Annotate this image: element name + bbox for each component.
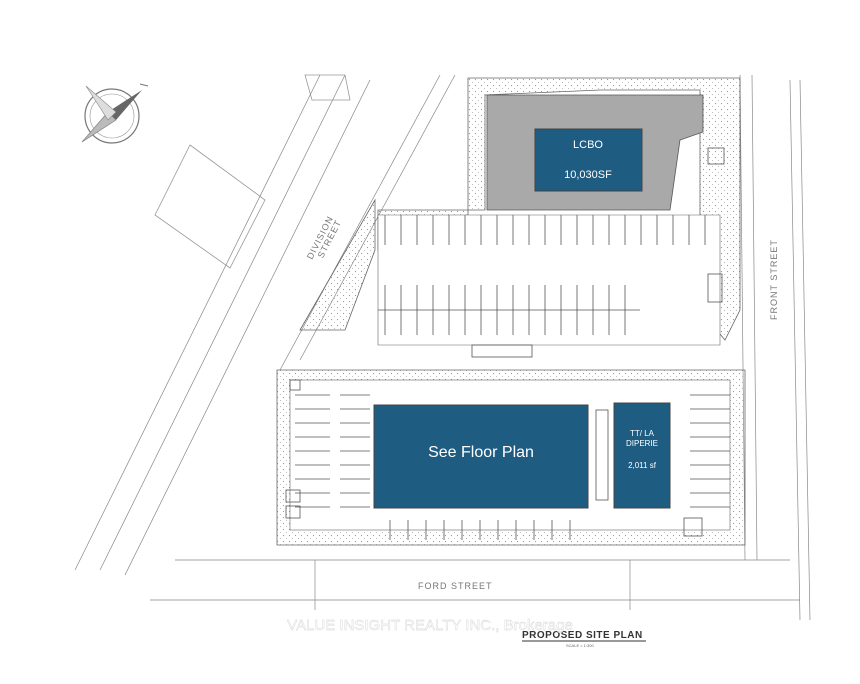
compass-north-arrow-icon bbox=[81, 83, 149, 144]
scale-note: SCALE = 1:300 bbox=[566, 643, 594, 648]
plan-title: PROPOSED SITE PLAN bbox=[522, 630, 643, 641]
tenant-area: 2,011 sf bbox=[628, 461, 657, 470]
front-street-label: FRONT STREET bbox=[769, 239, 779, 320]
neighbour-building-outlines bbox=[154, 74, 351, 269]
brokerage-watermark: VALUE INSIGHT REALTY INC., Brokerage bbox=[287, 617, 573, 634]
tenant-name-line2: DIPERIE bbox=[626, 439, 658, 448]
main-building-label: See Floor Plan bbox=[428, 444, 534, 461]
main-building: See Floor Plan bbox=[373, 404, 589, 509]
site-details bbox=[285, 147, 725, 537]
tenant-building: TT/ LA DIPERIE 2,011 sf bbox=[613, 402, 671, 509]
tenant-name-line1: TT/ LA bbox=[630, 429, 655, 438]
ford-street-label: FORD STREET bbox=[418, 581, 493, 591]
lcbo-building: LCBO 10,030SF bbox=[534, 128, 643, 192]
ford-street-linework bbox=[150, 559, 800, 610]
lcbo-area: 10,030SF bbox=[564, 169, 612, 181]
parking-stalls bbox=[295, 215, 730, 540]
lcbo-name: LCBO bbox=[573, 139, 603, 151]
